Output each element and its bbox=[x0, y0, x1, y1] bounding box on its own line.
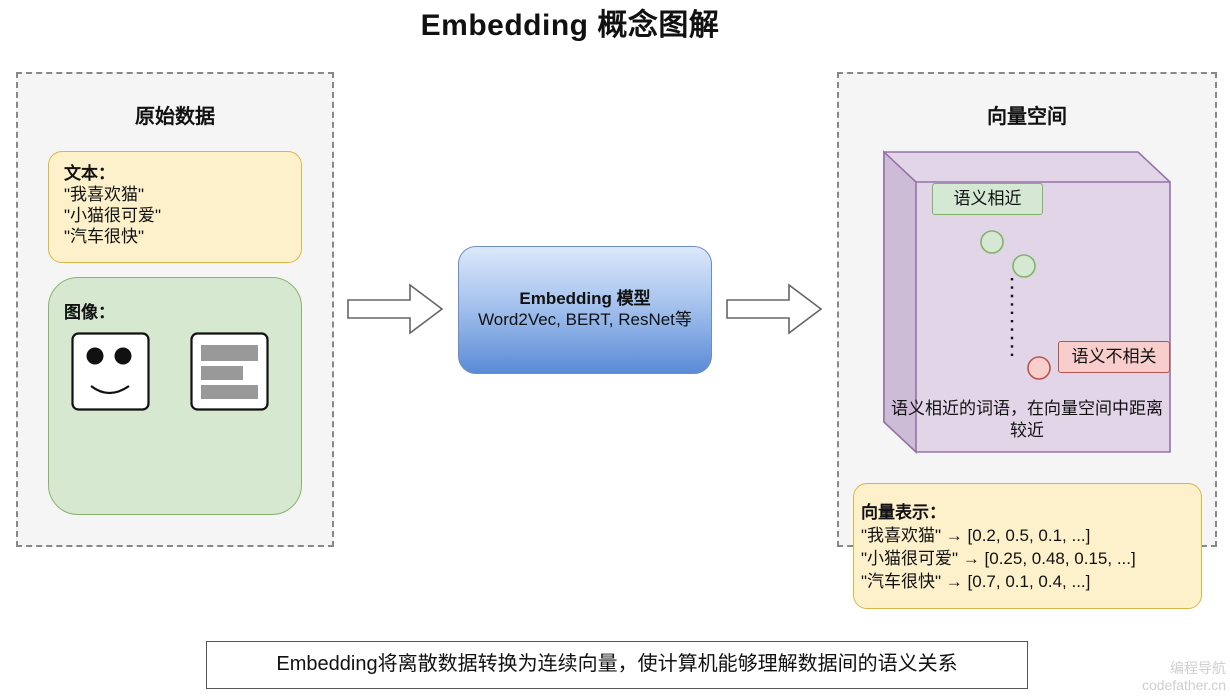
vector-space-caption: 语义相近的词语，在向量空间中距离 较近 bbox=[862, 398, 1192, 442]
vector-line: "汽车很快" → [0.7, 0.1, 0.4, ...] bbox=[861, 572, 1091, 591]
similar-point-2 bbox=[1012, 254, 1036, 278]
caption-line: 语义相近的词语，在向量空间中距离 bbox=[891, 399, 1163, 418]
vector-representation-content: 向量表示： "我喜欢猫" → [0.2, 0.5, 0.1, ...] "小猫很… bbox=[861, 501, 1201, 593]
text-line: "我喜欢猫" bbox=[64, 185, 145, 204]
similar-point-1 bbox=[980, 230, 1004, 254]
document-image-icon bbox=[190, 332, 269, 411]
smiley-face-icon bbox=[71, 332, 150, 411]
vector-space-cube bbox=[883, 150, 1171, 454]
embedding-model-box bbox=[458, 246, 712, 374]
text-data-box bbox=[48, 151, 302, 263]
raw-data-panel-title: 原始数据 bbox=[135, 106, 215, 128]
watermark-line: codefather.cn bbox=[1141, 677, 1226, 693]
caption-line: 较近 bbox=[1010, 421, 1044, 440]
unrelated-tag: 语义不相关 bbox=[1058, 341, 1170, 373]
unrelated-point bbox=[1027, 356, 1051, 380]
watermark: 编程导航 codefather.cn bbox=[1110, 660, 1226, 694]
text-line: "小猫很可爱" bbox=[64, 206, 162, 225]
similar-tag: 语义相近 bbox=[932, 183, 1043, 215]
text-line: "汽车很快" bbox=[64, 227, 145, 246]
embedding-model-title: Embedding 模型 bbox=[519, 289, 651, 308]
embedding-model-text: Embedding 模型 Word2Vec, BERT, ResNet等 bbox=[458, 288, 712, 330]
vector-line: "我喜欢猫" → [0.2, 0.5, 0.1, ...] bbox=[861, 526, 1091, 545]
image-data-heading: 图像： bbox=[64, 303, 115, 322]
vector-line: "小猫很可爱" → [0.25, 0.48, 0.15, ...] bbox=[861, 549, 1136, 568]
vector-representation-heading: 向量表示： bbox=[861, 503, 946, 522]
vector-space-panel-title: 向量空间 bbox=[987, 106, 1067, 128]
page-title: Embedding 概念图解 bbox=[420, 9, 720, 42]
vector-representation-box bbox=[853, 483, 1202, 609]
text-data-content: 文本： "我喜欢猫" "小猫很可爱" "汽车很快" bbox=[64, 163, 294, 247]
vector-points bbox=[980, 230, 1051, 380]
summary-footer: Embedding将离散数据转换为连续向量，使计算机能够理解数据间的语义关系 bbox=[206, 641, 1028, 689]
arrow-right-icon bbox=[726, 283, 823, 335]
text-data-heading: 文本： bbox=[64, 164, 115, 183]
watermark-line: 编程导航 bbox=[1170, 660, 1226, 676]
arrow-right-icon bbox=[347, 283, 444, 335]
embedding-model-subtitle: Word2Vec, BERT, ResNet等 bbox=[478, 310, 692, 329]
